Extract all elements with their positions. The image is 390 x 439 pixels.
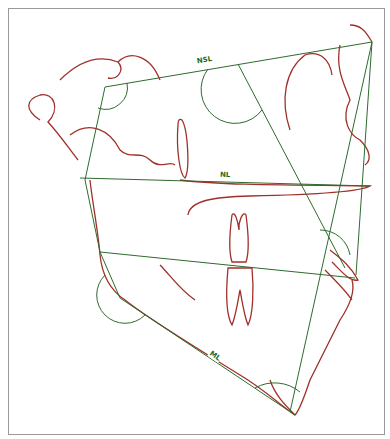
line-label: ML	[207, 349, 222, 362]
angle-arcs	[97, 69, 350, 392]
line-label: NL	[219, 171, 232, 178]
frame	[9, 9, 385, 435]
anatomy-outline	[29, 25, 372, 415]
reference-lines	[80, 42, 372, 415]
line-label: NSL	[196, 55, 214, 65]
